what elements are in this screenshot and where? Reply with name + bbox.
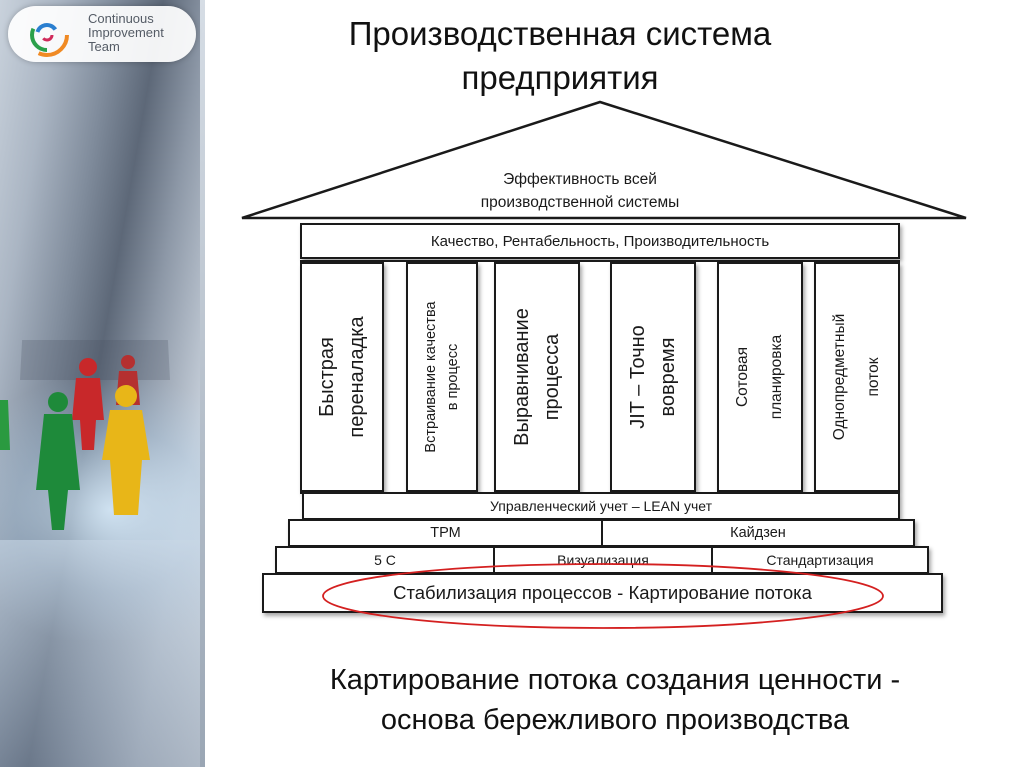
roof-text: Эффективность всей производственной сист… bbox=[420, 168, 740, 214]
logo-line-2: Improvement bbox=[88, 25, 164, 40]
bottom-caption: Картирование потока создания ценности - … bbox=[270, 660, 960, 740]
beam-box: Качество, Рентабельность, Производительн… bbox=[300, 223, 900, 259]
red-person-figure bbox=[72, 358, 104, 450]
bottom-line-1: Картирование потока создания ценности - bbox=[329, 664, 901, 696]
pillar-jit: JIT – Точно вовремя bbox=[610, 262, 696, 492]
tpm-cell: ТРМ bbox=[290, 521, 603, 545]
kaizen-cell: Кайдзен bbox=[730, 525, 786, 541]
green-person-figure-edge bbox=[0, 400, 10, 450]
pillar-2-line-1: Встраивание качества bbox=[423, 301, 439, 453]
logo-line-1: Continuous bbox=[88, 11, 154, 26]
yellow-person-figure bbox=[102, 385, 150, 515]
pillar-quick-changeover: Быстрая переналадка bbox=[300, 262, 384, 492]
pillar-4-line-1: JIT – Точно bbox=[627, 325, 649, 429]
pillar-1-line-1: Быстрая bbox=[316, 337, 338, 417]
title-line-1: Производственная система bbox=[348, 15, 772, 52]
pillar-3-line-2: процесса bbox=[541, 333, 563, 421]
pillar-cellular-layout: Сотовая планировка bbox=[717, 262, 803, 492]
people-figures-illustration bbox=[0, 340, 170, 530]
accounting-level: Управленческий учет – LEAN учет bbox=[302, 492, 900, 520]
highlight-ellipse bbox=[322, 563, 884, 629]
side-photo-panel: Continuous Improvement Team bbox=[0, 0, 205, 767]
green-person-figure bbox=[36, 392, 80, 530]
reflective-floor bbox=[0, 540, 205, 767]
pillar-6-line-1: Однопредметный bbox=[831, 313, 848, 441]
tpm-kaizen-level: ТРМ Кайдзен bbox=[288, 519, 915, 547]
swirl-logo-icon bbox=[25, 13, 69, 57]
roof-line-2: производственной системы bbox=[480, 194, 680, 211]
pillar-built-in-quality: Встраивание качества в процесс bbox=[406, 262, 478, 492]
beam-text: Качество, Рентабельность, Производительн… bbox=[430, 232, 770, 250]
logo: Continuous Improvement Team bbox=[8, 6, 196, 62]
pillar-6-line-2: поток bbox=[865, 357, 882, 397]
pillar-1-line-2: переналадка bbox=[346, 316, 368, 438]
foundation-level: Стабилизация процессов - Картирование по… bbox=[262, 573, 943, 613]
foundation-text: Стабилизация процессов - Картирование по… bbox=[393, 582, 812, 603]
pillar-5-line-1: Сотовая bbox=[734, 346, 751, 408]
logo-text: Continuous Improvement Team bbox=[88, 12, 164, 54]
five-s-cell: 5 С bbox=[277, 548, 495, 572]
pillar-2-line-2: в процесс bbox=[445, 343, 461, 411]
page-title: Производственная система предприятия bbox=[300, 12, 820, 100]
pillar-5-line-2: планировка bbox=[768, 334, 785, 420]
accounting-text: Управленческий учет – LEAN учет bbox=[489, 498, 713, 514]
title-line-2: предприятия bbox=[461, 59, 659, 96]
panel-edge bbox=[200, 0, 205, 767]
pillar-4-line-2: вовремя bbox=[657, 337, 679, 417]
logo-line-3: Team bbox=[88, 39, 120, 54]
pillars-frame bbox=[300, 260, 900, 494]
bottom-line-2: основа бережливого производства bbox=[380, 704, 850, 736]
roof-line-1: Эффективность всей bbox=[503, 171, 657, 188]
house-roof bbox=[241, 100, 967, 220]
standardization-cell: Стандартизация bbox=[766, 552, 874, 568]
pillar-3-line-1: Выравнивание bbox=[511, 308, 533, 446]
pillar-leveling: Выравнивание процесса bbox=[494, 262, 580, 492]
pillar-single-piece-flow: Однопредметный поток bbox=[814, 262, 900, 492]
